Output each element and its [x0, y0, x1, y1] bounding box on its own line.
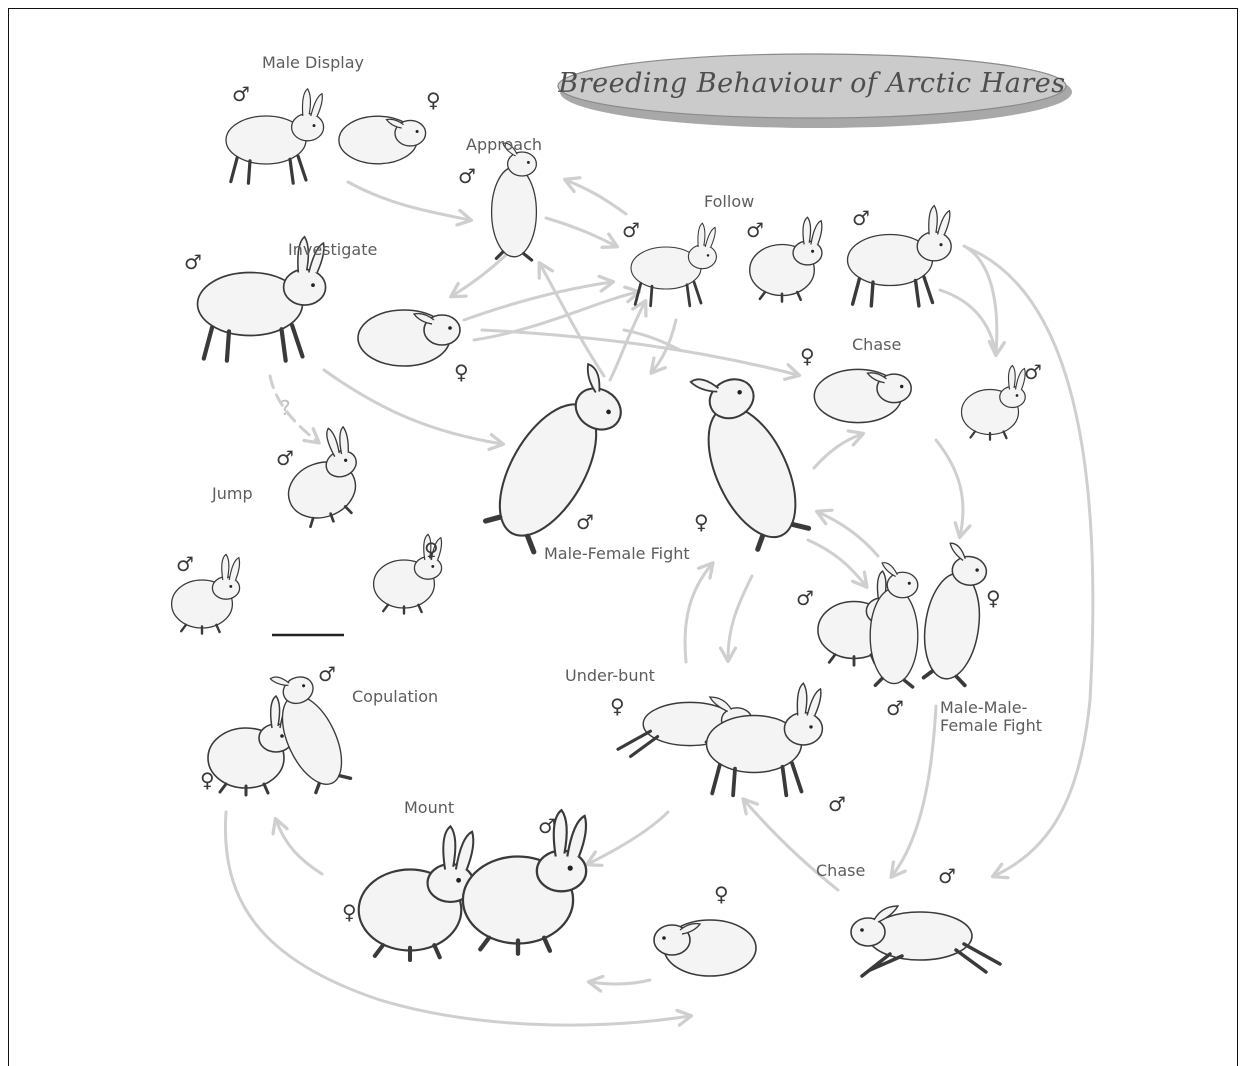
hare-mmf-female — [918, 541, 990, 686]
label-mount: Mount — [404, 799, 454, 817]
male-symbol: ♂ — [622, 220, 640, 240]
male-symbol: ♂ — [828, 794, 846, 814]
label-investigate: Investigate — [288, 241, 377, 259]
label-under-bunt: Under-bunt — [565, 667, 655, 685]
male-symbol: ♂ — [276, 448, 294, 468]
male-symbol: ♂ — [184, 252, 202, 272]
male-symbol: ♂ — [576, 512, 594, 532]
label-chase-bottom: Chase — [816, 862, 865, 880]
hare-jump — [271, 423, 373, 533]
label-follow: Follow — [704, 193, 754, 211]
label-male-male-female-fight-line2: Female Fight — [940, 717, 1042, 735]
hare-bottom-female — [654, 920, 756, 976]
female-symbol: ♀ — [424, 540, 439, 560]
male-symbol: ♂ — [746, 220, 764, 240]
female-symbol: ♀ — [610, 696, 625, 716]
hare-mount-female — [359, 826, 474, 960]
hare-investigate-female — [358, 310, 460, 366]
hare-chase-male — [962, 366, 1026, 440]
hare-approach — [492, 143, 537, 260]
male-symbol: ♂ — [1024, 362, 1042, 382]
hare-female-display — [339, 116, 426, 164]
label-approach: Approach — [466, 136, 542, 154]
label-jump: Jump — [212, 485, 253, 503]
hare-under-bunt-male — [707, 683, 823, 795]
hare-follow-1 — [631, 223, 716, 306]
male-symbol: ♂ — [176, 554, 194, 574]
label-male-female-fight: Male-Female Fight — [544, 545, 690, 563]
female-symbol: ♀ — [694, 512, 709, 532]
male-symbol: ♂ — [232, 84, 250, 104]
female-symbol: ♀ — [426, 90, 441, 110]
female-symbol: ♀ — [986, 588, 1001, 608]
hare-mount-male — [463, 810, 586, 954]
label-chase-top: Chase — [852, 336, 901, 354]
uncertain-transition-symbol: ? — [280, 398, 291, 418]
male-symbol: ♂ — [796, 588, 814, 608]
hare-copulation-female — [208, 696, 293, 795]
label-copulation: Copulation — [352, 688, 438, 706]
hare-chase-female — [814, 369, 911, 422]
female-symbol: ♀ — [714, 884, 729, 904]
label-male-display: Male Display — [262, 54, 364, 72]
female-symbol: ♀ — [200, 770, 215, 790]
male-symbol: ♂ — [886, 698, 904, 718]
diagram-title: Breeding Behaviour of Arctic Hares — [556, 54, 1068, 118]
male-symbol: ♂ — [458, 166, 476, 186]
female-symbol: ♀ — [342, 902, 357, 922]
hare-fight-male — [477, 355, 635, 556]
female-symbol: ♀ — [800, 346, 815, 366]
hare-chase-bottom — [851, 906, 1000, 976]
male-symbol: ♂ — [538, 816, 556, 836]
male-symbol: ♂ — [938, 866, 956, 886]
female-symbol: ♀ — [454, 362, 469, 382]
title-banner-box: Breeding Behaviour of Arctic Hares — [556, 54, 1068, 126]
male-symbol: ♂ — [318, 664, 336, 684]
label-male-male-female-fight-line1: Male-Male- — [940, 699, 1027, 717]
male-symbol: ♂ — [852, 208, 870, 228]
